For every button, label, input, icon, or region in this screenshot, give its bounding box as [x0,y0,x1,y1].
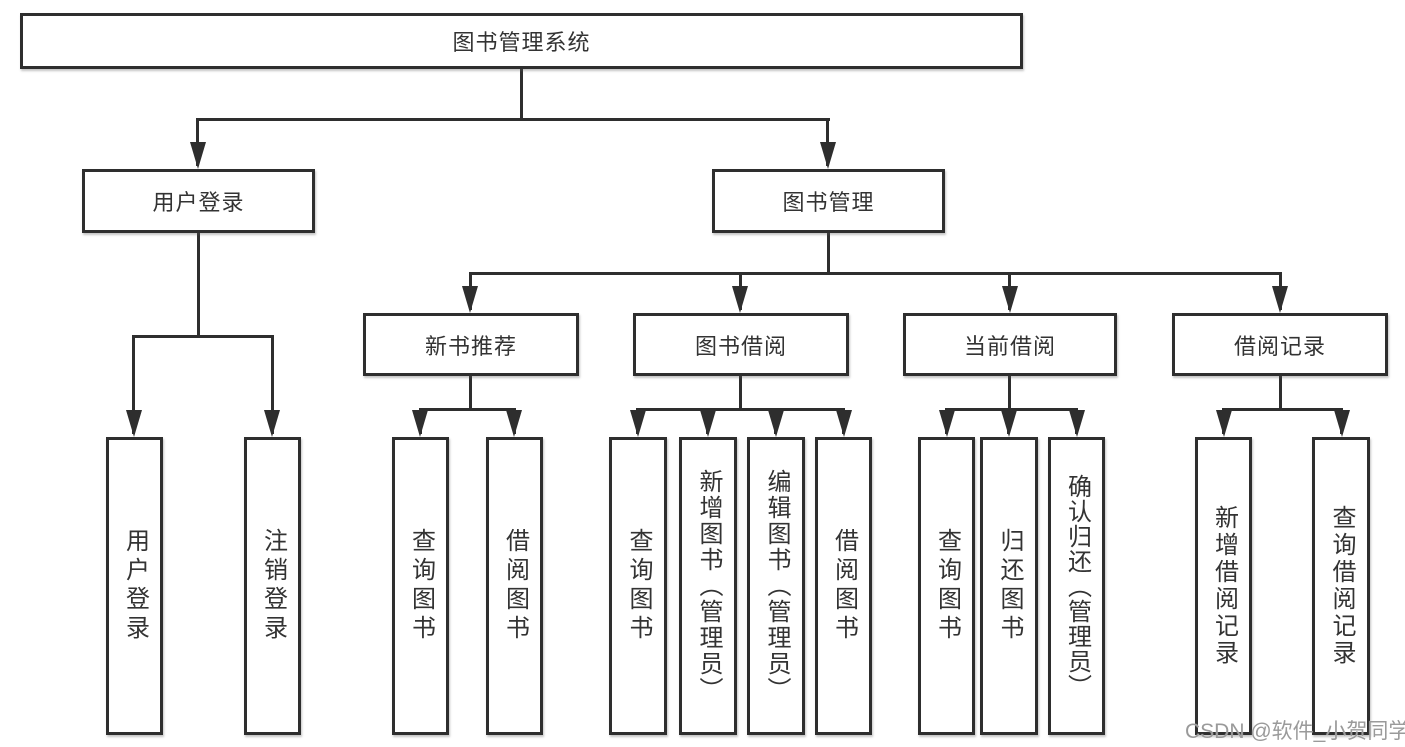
arrowhead-cb [1002,286,1018,313]
connector-br-trunk [1279,376,1282,408]
leaf-br-add-record: 新增借阅记录 [1195,437,1252,735]
connector-br-hbar [1222,408,1343,411]
connector-bb-trunk [739,376,742,408]
arrowhead-br [1272,286,1288,313]
leaf-bb-add-book: 新增图书（管理员） [679,437,737,735]
leaf-cb-confirm-return-label: 确认归还（管理员） [1063,473,1091,699]
node-root-label: 图书管理系统 [452,30,591,55]
arrowhead-br-query [1334,410,1350,437]
connector-cb-hbar [945,408,1078,411]
leaf-bb-borrow-book: 借阅图书 [815,437,872,735]
csdn-watermark: CSDN @软件_小贺同学 [1185,720,1405,743]
arrowhead-bb-borrow [836,410,852,437]
arrowhead-br-add [1216,410,1232,437]
connector-ul-hbar [132,335,274,338]
connector-bm-hbar [469,272,1282,275]
connector-root-trunk [520,69,523,119]
leaf-nbr-query-book-label: 查询图书 [407,528,435,644]
connector-nbr-hbar [419,408,516,411]
node-book-borrow-label: 图书借阅 [694,333,787,359]
leaf-br-query-record-label: 查询借阅记录 [1328,505,1355,667]
node-user-login: 用户登录 [82,169,315,233]
arrowhead-nbr-borrow [506,410,522,437]
leaf-bb-borrow-book-label: 借阅图书 [830,528,858,644]
arrowhead-cb-confirm [1069,410,1085,437]
arrowhead-cb-return [1001,410,1017,437]
arrowhead-bb-query [630,410,646,437]
node-borrow-record-label: 借阅记录 [1233,333,1326,359]
leaf-cb-confirm-return: 确认归还（管理员） [1048,437,1105,735]
leaf-br-query-record: 查询借阅记录 [1312,437,1370,735]
node-book-mgmt-label: 图书管理 [782,190,875,215]
leaf-bb-edit-book-label: 编辑图书（管理员） [763,469,790,703]
leaf-bb-query-book: 查询图书 [609,437,667,735]
node-borrow-record: 借阅记录 [1172,313,1388,376]
arrowhead-book-mgmt [820,142,836,169]
leaf-cb-query-book: 查询图书 [918,437,975,735]
arrowhead-ul-login [126,410,142,437]
node-book-borrow: 图书借阅 [633,313,849,376]
leaf-nbr-borrow-book: 借阅图书 [486,437,543,735]
node-root: 图书管理系统 [20,13,1023,69]
node-book-mgmt: 图书管理 [712,169,945,233]
node-current-borrow-label: 当前借阅 [963,333,1056,359]
leaf-nbr-borrow-book-label: 借阅图书 [501,528,529,644]
arrowhead-user-login [190,142,206,169]
leaf-ul-logout: 注销登录 [244,437,301,735]
arrowhead-bb-edit [768,410,784,437]
node-new-book-rec: 新书推荐 [363,313,579,376]
leaf-bb-query-book-label: 查询图书 [625,528,652,644]
connector-nbr-trunk [469,376,472,408]
arrowhead-cb-query [939,410,955,437]
arrowhead-bb-add [700,410,716,437]
connector-ul-trunk [197,233,200,335]
node-current-borrow: 当前借阅 [903,313,1117,376]
arrowhead-bb [732,286,748,313]
leaf-ul-user-login: 用户登录 [106,437,163,735]
connector-cb-trunk [1008,376,1011,408]
connector-root-hbar [196,118,830,121]
leaf-ul-logout-label: 注销登录 [259,528,287,644]
connector-stem-ul-logout [271,335,274,434]
leaf-nbr-query-book: 查询图书 [392,437,449,735]
leaf-bb-add-book-label: 新增图书（管理员） [695,469,722,703]
node-new-book-rec-label: 新书推荐 [424,333,517,359]
arrowhead-ul-logout [264,410,280,437]
connector-bm-trunk [827,233,830,272]
connector-bb-hbar [636,408,845,411]
arrowhead-nbr-query [412,410,428,437]
leaf-cb-query-book-label: 查询图书 [933,528,961,644]
leaf-cb-return-book: 归还图书 [980,437,1038,735]
leaf-cb-return-book-label: 归还图书 [996,528,1023,644]
arrowhead-nbr [462,286,478,313]
leaf-ul-user-login-label: 用户登录 [121,528,149,644]
connector-stem-ul-login [132,335,135,434]
node-user-login-label: 用户登录 [152,190,245,215]
leaf-br-add-record-label: 新增借阅记录 [1210,505,1238,667]
leaf-bb-edit-book: 编辑图书（管理员） [747,437,805,735]
